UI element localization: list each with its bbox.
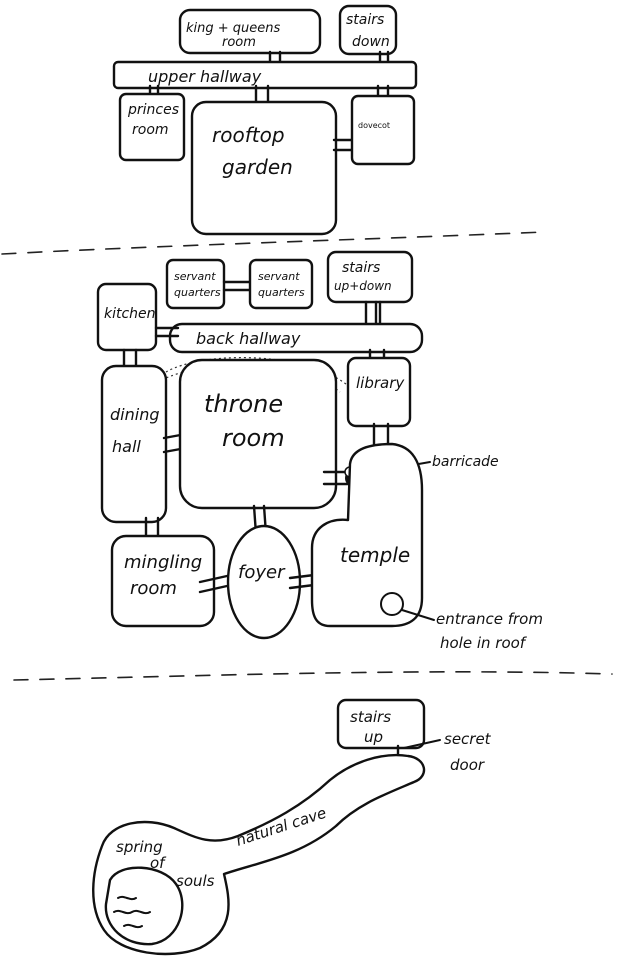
label-stairs-down-2: down [352,34,390,50]
label-stairs-up-1: stairs [350,708,391,726]
room-stairs-down[interactable]: stairs down [338,4,398,56]
room-foyer[interactable]: foyer [226,524,302,640]
room-upper-hallway[interactable]: upper hallway [112,60,418,90]
label-princes-room-2: room [132,122,169,138]
label-rooftop-garden-1: rooftop [212,123,285,147]
label-spring-2: of [150,854,167,872]
secret-passage [165,356,347,385]
label-servant-2a: servant [258,270,300,283]
label-spring-3: souls [176,872,215,890]
label-servant-1b: quarters [174,286,221,299]
room-stairs-up-down[interactable]: stairs up+down [326,250,414,304]
label-dining-1: dining [110,405,159,424]
label-servant-2b: quarters [258,286,305,299]
room-servant-quarters-2[interactable]: servant quarters [248,258,314,310]
room-rooftop-garden[interactable]: rooftop garden [190,100,338,236]
roof-hole-icon [380,592,404,616]
label-foyer: foyer [238,562,286,583]
label-library: library [356,374,405,392]
room-stairs-up[interactable]: stairs up [336,698,426,750]
label-entrance-2: hole in roof [440,634,528,652]
label-spring-1: spring [116,838,163,856]
label-stairs-down-1: stairs [346,12,384,28]
floor-divider-2 [13,671,613,681]
label-secret-door-1: secret [444,730,492,748]
label-upper-hallway: upper hallway [148,67,262,86]
room-kings-room[interactable]: king + queens room [178,8,322,55]
room-princes-room[interactable]: princes room [118,92,186,162]
room-library[interactable]: library [346,356,412,428]
label-kings-room-2: room [222,35,256,50]
label-mingling-1: mingling [124,552,202,573]
label-princes-room-1: princes [127,102,179,118]
label-servant-1a: servant [174,270,216,283]
label-back-hallway: back hallway [196,329,301,348]
label-temple: temple [340,543,410,567]
room-throne-room[interactable]: throne room [178,358,338,510]
label-kings-room-1: king + queens [186,21,281,36]
room-dining-hall[interactable]: dining hall [100,364,168,524]
label-dovecot: dovecot [358,121,390,130]
lower-floor: stairs up secret door natural cave sprin… [92,698,492,956]
floor-divider-1 [1,231,546,255]
label-stairs-ud-2: up+down [334,279,392,293]
label-throne-2: room [222,424,285,452]
room-kitchen[interactable]: kitchen [96,282,158,352]
label-secret-door-2: door [450,756,485,774]
label-barricade: barricade [432,454,499,470]
spring-pool-icon [104,866,184,946]
label-entrance-1: entrance from [436,610,543,628]
room-dovecot[interactable]: dovecot [350,94,416,166]
label-dining-2: hall [112,437,141,456]
label-mingling-2: room [130,578,177,599]
label-stairs-ud-1: stairs [342,260,380,276]
room-temple[interactable]: temple [310,442,424,628]
label-throne-1: throne [204,390,283,418]
room-mingling-room[interactable]: mingling room [110,534,216,628]
label-stairs-up-2: up [364,728,383,746]
room-servant-quarters-1[interactable]: servant quarters [165,258,226,310]
room-back-hallway[interactable]: back hallway [168,322,424,354]
label-kitchen: kitchen [104,306,156,322]
main-floor: kitchen servant quarters servant quarter… [96,250,543,652]
upper-floor: king + queens room stairs down upper hal… [112,4,418,236]
label-rooftop-garden-2: garden [222,155,293,179]
